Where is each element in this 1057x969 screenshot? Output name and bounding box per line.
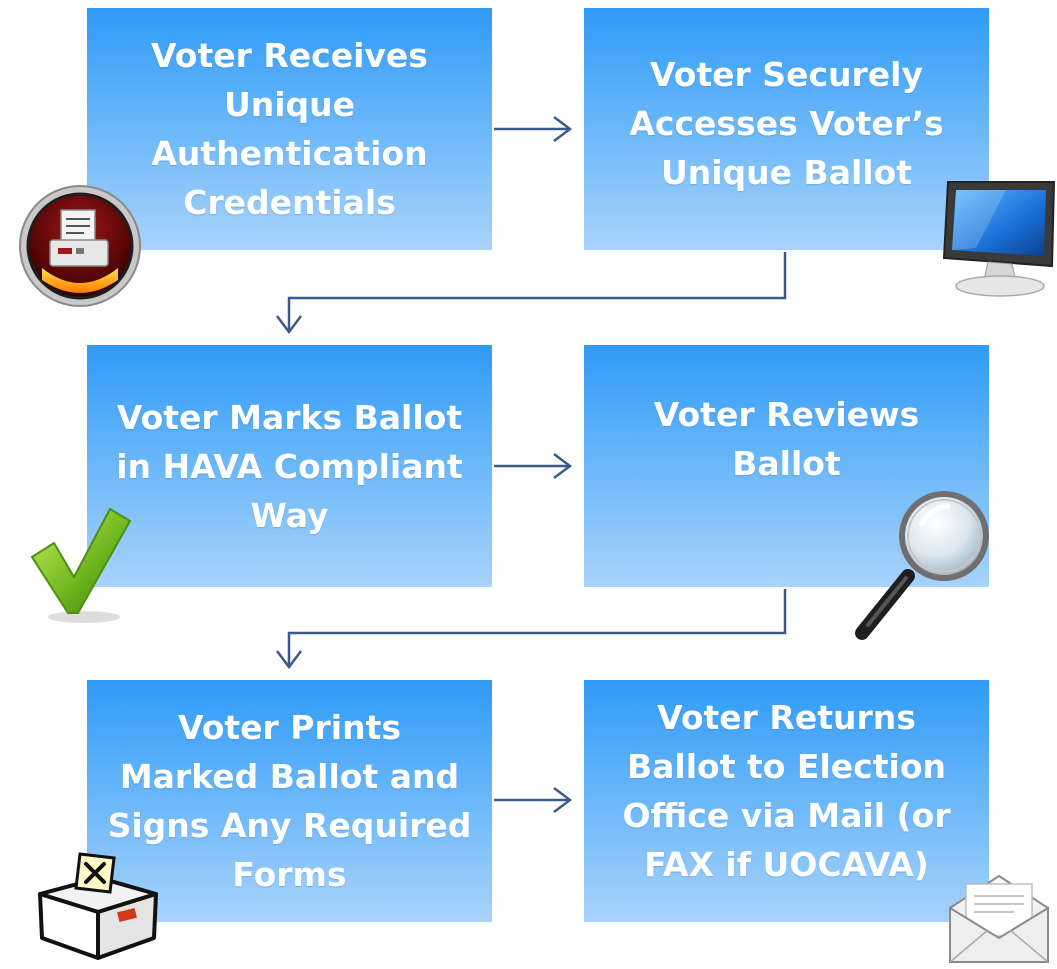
step-mark-ballot-label: Voter Marks Ballot in HAVA Compliant Way — [116, 397, 463, 535]
magnifying-glass-icon — [855, 491, 989, 640]
step-receive-credentials: Voter Receives Unique Authentication Cre… — [87, 8, 492, 250]
step-access-ballot: Voter Securely Accesses Voter’s Unique B… — [584, 8, 989, 250]
step-return-ballot-label: Voter Returns Ballot to Election Office … — [622, 698, 951, 884]
step-mark-ballot: Voter Marks Ballot in HAVA Compliant Way — [87, 345, 492, 587]
step-access-ballot-label: Voter Securely Accesses Voter’s Unique B… — [629, 54, 944, 192]
step-return-ballot: Voter Returns Ballot to Election Office … — [584, 680, 989, 922]
arrow-step3-to-step4 — [494, 453, 573, 479]
step-receive-credentials-label: Voter Receives Unique Authentication Cre… — [151, 36, 428, 222]
arrow-step5-to-step6 — [494, 787, 573, 813]
computer-monitor-icon — [942, 181, 1056, 297]
printer-badge-icon — [19, 185, 141, 307]
connector-step4-to-step5 — [276, 589, 787, 670]
step-review-ballot-label: Voter Reviews Ballot — [653, 395, 920, 483]
connector-step2-to-step3 — [276, 252, 787, 335]
step-print-ballot-label: Voter Prints Marked Ballot and Signs Any… — [107, 708, 472, 894]
ballot-box-icon — [38, 852, 158, 960]
arrow-step1-to-step2 — [494, 116, 573, 142]
step-print-ballot: Voter Prints Marked Ballot and Signs Any… — [87, 680, 492, 922]
checkmark-icon — [30, 507, 132, 623]
envelope-icon — [949, 874, 1049, 963]
